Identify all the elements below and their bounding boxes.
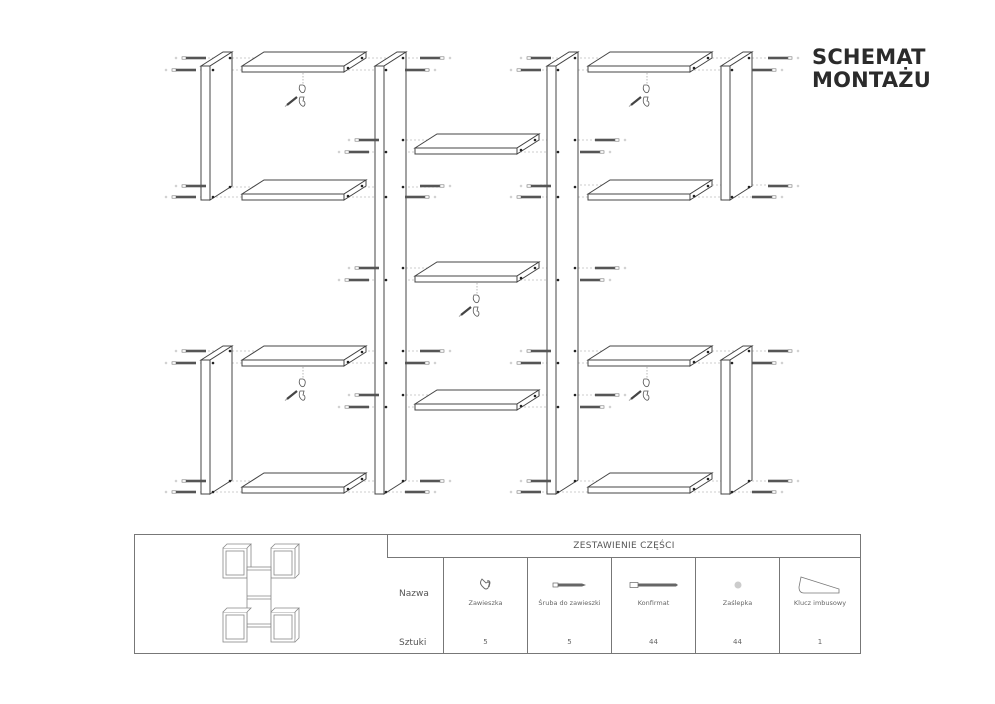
part-name: Zaślepka bbox=[722, 599, 753, 607]
part-name: Konfirmat bbox=[637, 599, 670, 607]
part-column-cap: Zaślepka 44 bbox=[695, 558, 779, 653]
allen-key-icon bbox=[780, 576, 860, 594]
part-qty: 5 bbox=[483, 638, 488, 646]
part-qty: 1 bbox=[817, 638, 823, 646]
part-qty: 44 bbox=[733, 638, 742, 646]
part-name: Zawieszka bbox=[468, 599, 503, 607]
part-qty: 5 bbox=[567, 638, 572, 646]
row-label-qty: Sztuki bbox=[399, 638, 427, 648]
part-column-hanger: Zawieszka 5 bbox=[443, 558, 527, 653]
part-name: Śruba do zawieszki bbox=[538, 599, 601, 607]
screw-icon bbox=[528, 576, 611, 594]
part-column-hanger-screw: Śruba do zawieszki 5 bbox=[527, 558, 611, 653]
hanger-icon bbox=[444, 576, 527, 594]
row-label-name: Nazwa bbox=[399, 589, 429, 599]
part-name: Klucz imbusowy bbox=[793, 599, 847, 607]
title-line-1: SCHEMAT bbox=[812, 45, 926, 69]
part-column-confirmat: Konfirmat 44 bbox=[611, 558, 695, 653]
assembled-shelf-icon bbox=[222, 543, 300, 643]
part-qty: 44 bbox=[649, 638, 658, 646]
title-line-2: MONTAŻU bbox=[812, 68, 931, 92]
assembly-diagram bbox=[164, 51, 800, 495]
confirmat-screw-icon bbox=[612, 576, 695, 594]
part-column-allen-key: Klucz imbusowy 1 bbox=[779, 558, 860, 653]
cap-icon bbox=[696, 576, 779, 594]
page-title: SCHEMAT MONTAŻU bbox=[812, 46, 931, 92]
parts-table-header: ZESTAWIENIE CZĘŚCI bbox=[387, 535, 860, 558]
parts-table: ZESTAWIENIE CZĘŚCI Nazwa Sztuki Zawieszk… bbox=[134, 534, 861, 654]
assembled-preview bbox=[135, 535, 387, 653]
